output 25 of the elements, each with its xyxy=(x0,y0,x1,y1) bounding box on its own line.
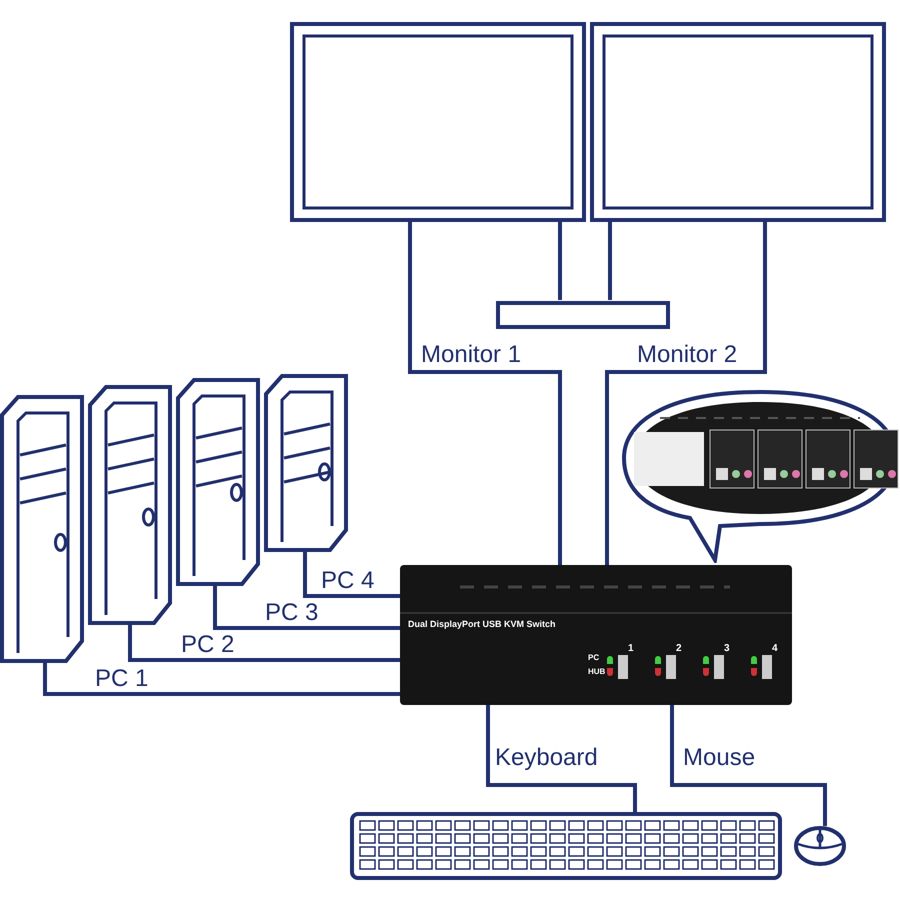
cable-line xyxy=(670,705,827,826)
rear-panel-callout-drawing xyxy=(620,388,900,563)
indicator-label: HUB xyxy=(588,667,606,676)
cable-line xyxy=(213,586,400,630)
cable-line xyxy=(486,705,637,812)
computer-tower-drawing xyxy=(264,374,348,552)
cable-line xyxy=(128,625,400,662)
keyboard-drawing xyxy=(350,812,782,880)
cable-line xyxy=(408,222,562,565)
port-number: 2 xyxy=(676,643,682,654)
monitor-drawing xyxy=(590,22,886,222)
product-label: Dual DisplayPort USB KVM Switch xyxy=(408,619,556,629)
cable-line xyxy=(303,552,400,598)
computer-tower-drawing xyxy=(0,395,84,663)
cable-line xyxy=(605,222,767,565)
computer-tower-drawing xyxy=(88,385,172,625)
port-number: 3 xyxy=(724,643,730,654)
port-number: 4 xyxy=(772,643,778,654)
kvm-switch xyxy=(400,565,792,705)
cable-line xyxy=(43,663,400,696)
mouse-drawing xyxy=(794,826,846,866)
computer-tower-drawing xyxy=(176,378,260,586)
monitor-drawing xyxy=(290,22,586,222)
port-number: 1 xyxy=(628,643,634,654)
indicator-label: PC xyxy=(588,653,600,662)
